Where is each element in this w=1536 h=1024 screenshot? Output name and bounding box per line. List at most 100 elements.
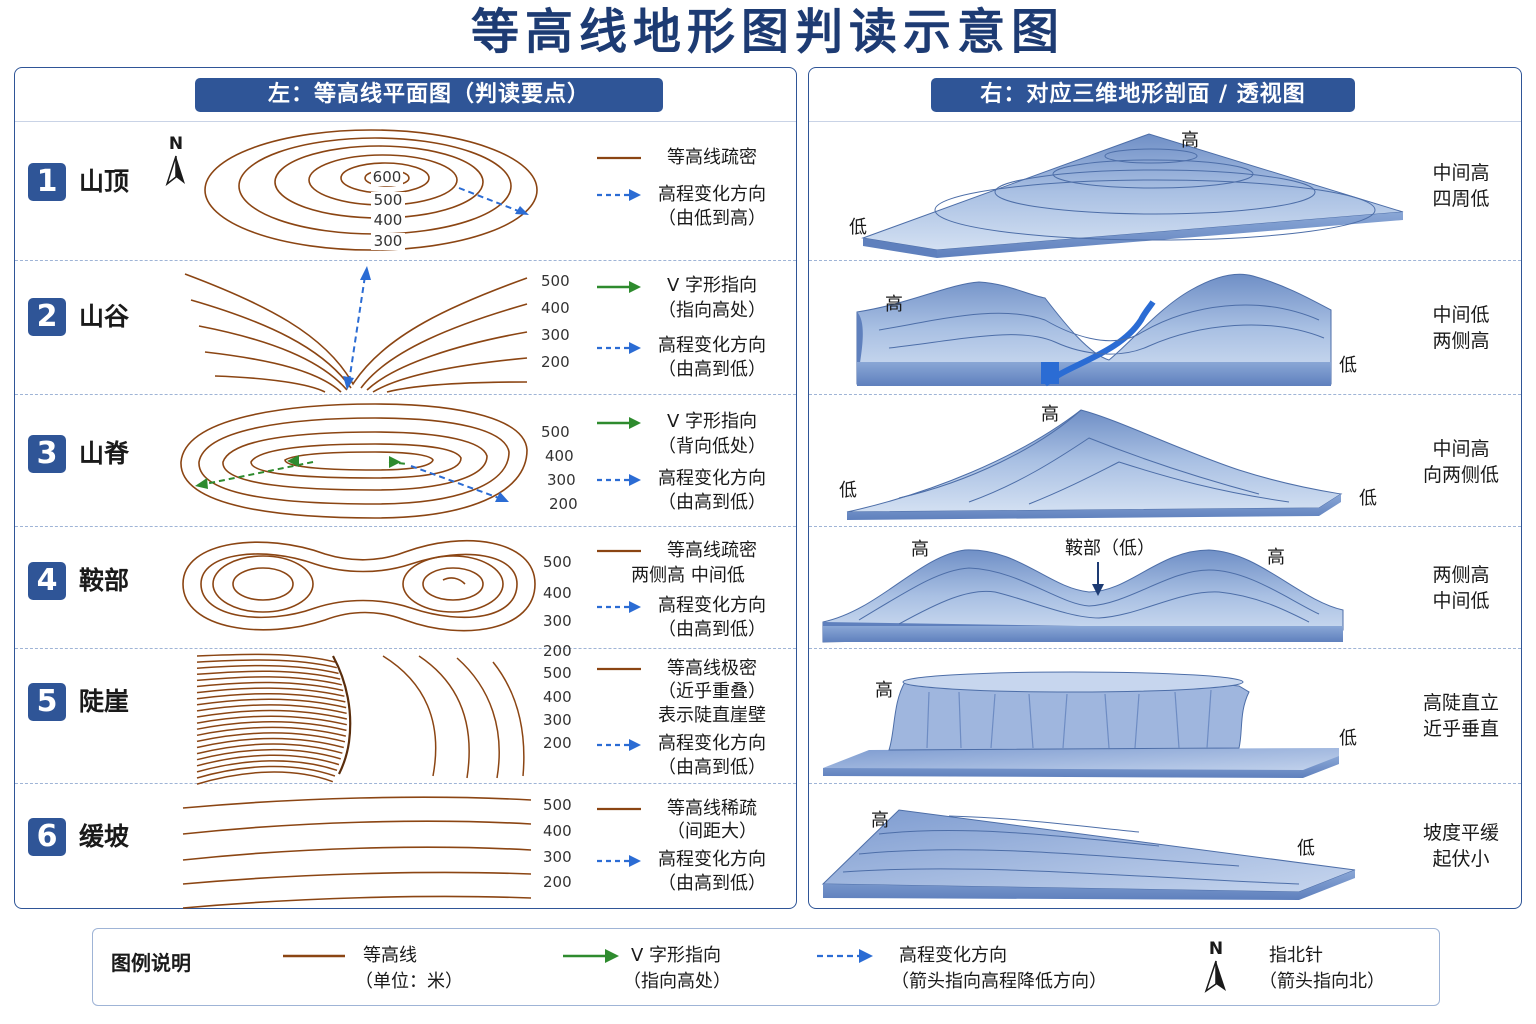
legend-text: 等高线疏密 [667,540,757,561]
contour-label: 500 [541,423,570,441]
contour-label: 200 [541,353,570,371]
legend-text: 高程变化方向 [658,849,766,870]
row-number-badge: 3 [28,435,66,473]
cliff-contour-line [196,726,347,737]
contour-legend-swatch [283,954,345,958]
legend-contour-unit: （单位：米） [355,971,463,992]
north-arrow-icon [1204,960,1226,993]
valley-contour-map: 500 400 300 200 [184,266,570,393]
legend-north-arrow: N [1203,939,1229,997]
contour-label: 300 [541,326,570,344]
row-divider [809,783,1521,784]
legend-north-letter: N [1208,939,1224,959]
summit-3d-terrain [861,133,1404,258]
legend-text: （由低到高） [658,208,766,229]
cliff-contour-line [196,664,339,675]
description-line: 中间高 [1432,162,1490,184]
legend-text: （指向高处） [658,300,766,321]
terrain-label-low: 低 [1359,488,1377,509]
cliff-contour-line [196,715,347,726]
description-line: 四周低 [1432,188,1490,210]
legend-text: （由高到低） [658,757,766,778]
cliff-contour-line [196,771,334,785]
contour-label: 200 [543,642,572,660]
cliff-contour-line [196,760,338,773]
contour-label: 500 [541,272,570,290]
terrain-label-low: 低 [839,480,857,501]
contour-label: 500 [543,553,572,571]
row-divider [809,260,1521,261]
description-line: 中间高 [1432,438,1490,460]
valley-3d-terrain [856,273,1332,387]
legend-text: （由高到低） [658,359,766,380]
contour-label: 300 [543,848,572,866]
terrain-3d-panel: 右：对应三维地形剖面 / 透视图 [808,67,1522,909]
contour-label: 600 [373,168,402,186]
cliff-contour-line [196,704,347,715]
cliff-contour-line [196,692,346,703]
contour-label: 400 [545,447,574,465]
legend-v-shape-label: V 字形指向 [631,945,722,966]
contour-label: 500 [543,664,572,682]
cliff-contour-line [196,681,344,692]
row-divider [15,648,796,649]
cliff-contour-line [196,765,336,779]
terrain-description: 两侧高 中间低 [1399,562,1523,614]
left-header-divider [15,121,796,122]
cliff-contour-line [196,698,347,709]
terrain-label-low: 低 [1297,838,1315,859]
row-number-badge: 5 [28,683,66,721]
terrain-description: 高陡直立 近乎垂直 [1399,690,1523,742]
terrain-label-saddle: 鞍部（低） [1065,538,1155,559]
contour-label: 400 [543,688,572,706]
legend-panel: 图例说明 等高线 （单位：米） V 字形指向 （指向高处） 高程变化方向 （箭头… [92,928,1440,1006]
gentle-slope-contour-map: 500 400 300 200 [182,796,572,909]
terrain-label-high: 高 [1181,130,1199,151]
contour-label: 400 [543,584,572,602]
contour-label: 400 [541,299,570,317]
row-divider [15,526,796,527]
contour-label: 200 [543,734,572,752]
terrain-label-high: 高 [875,680,893,701]
contour-label: 300 [374,232,403,250]
contour-label: 300 [543,711,572,729]
row-title-valley: 山谷 [79,302,130,331]
legend-contour-label: 等高线 [363,945,417,966]
row-number-badge: 2 [28,298,66,336]
terrain-label-high: 高 [1041,404,1059,425]
row-divider [15,260,796,261]
row-title-ridge: 山脊 [79,439,130,468]
right-header-divider [809,121,1521,122]
cliff-contour-line [196,754,340,767]
legend-north-label: 指北针 [1269,945,1323,966]
cliff-contour-line [196,720,347,732]
ridge-contour-map: 500 400 300 200 [180,403,578,519]
summit-contour-map: 600 500 400 300 [204,129,538,251]
saddle-3d-terrain [822,549,1344,643]
row-number-badge: 1 [28,163,66,201]
cliff-contour-line [196,653,336,663]
description-line: 起伏小 [1432,848,1490,870]
terrain-label-high: 高 [1267,547,1285,568]
legend-text: （背向低处） [658,436,766,457]
cliff-contour-line [196,737,344,749]
contour-label: 400 [543,822,572,840]
cliff-contour-map: 500 400 300 200 [196,653,572,785]
north-letter: N [168,134,184,154]
description-line: 两侧高 [1432,564,1490,586]
cliff-contour-line [196,670,341,680]
legend-text: （由高到低） [658,873,766,894]
contour-map-panel: 左：等高线平面图（判读要点） 1 山顶 N 600 500 [14,67,797,909]
contour-label: 200 [549,495,578,513]
cliff-contour-line [196,748,341,761]
row-number-badge: 6 [28,818,66,856]
legend-text: 高程变化方向 [658,335,766,356]
legend-text: 高程变化方向 [658,468,766,489]
row-title-saddle: 鞍部 [79,566,130,595]
legend-text: V 字形指向 [666,411,758,432]
terrain-label-high: 高 [871,810,889,831]
left-panel-header: 左：等高线平面图（判读要点） [195,78,663,112]
legend-text: 两侧高 中间低 [631,565,745,586]
description-line: 中间低 [1432,304,1490,326]
legend-text: 等高线疏密 [667,147,757,168]
